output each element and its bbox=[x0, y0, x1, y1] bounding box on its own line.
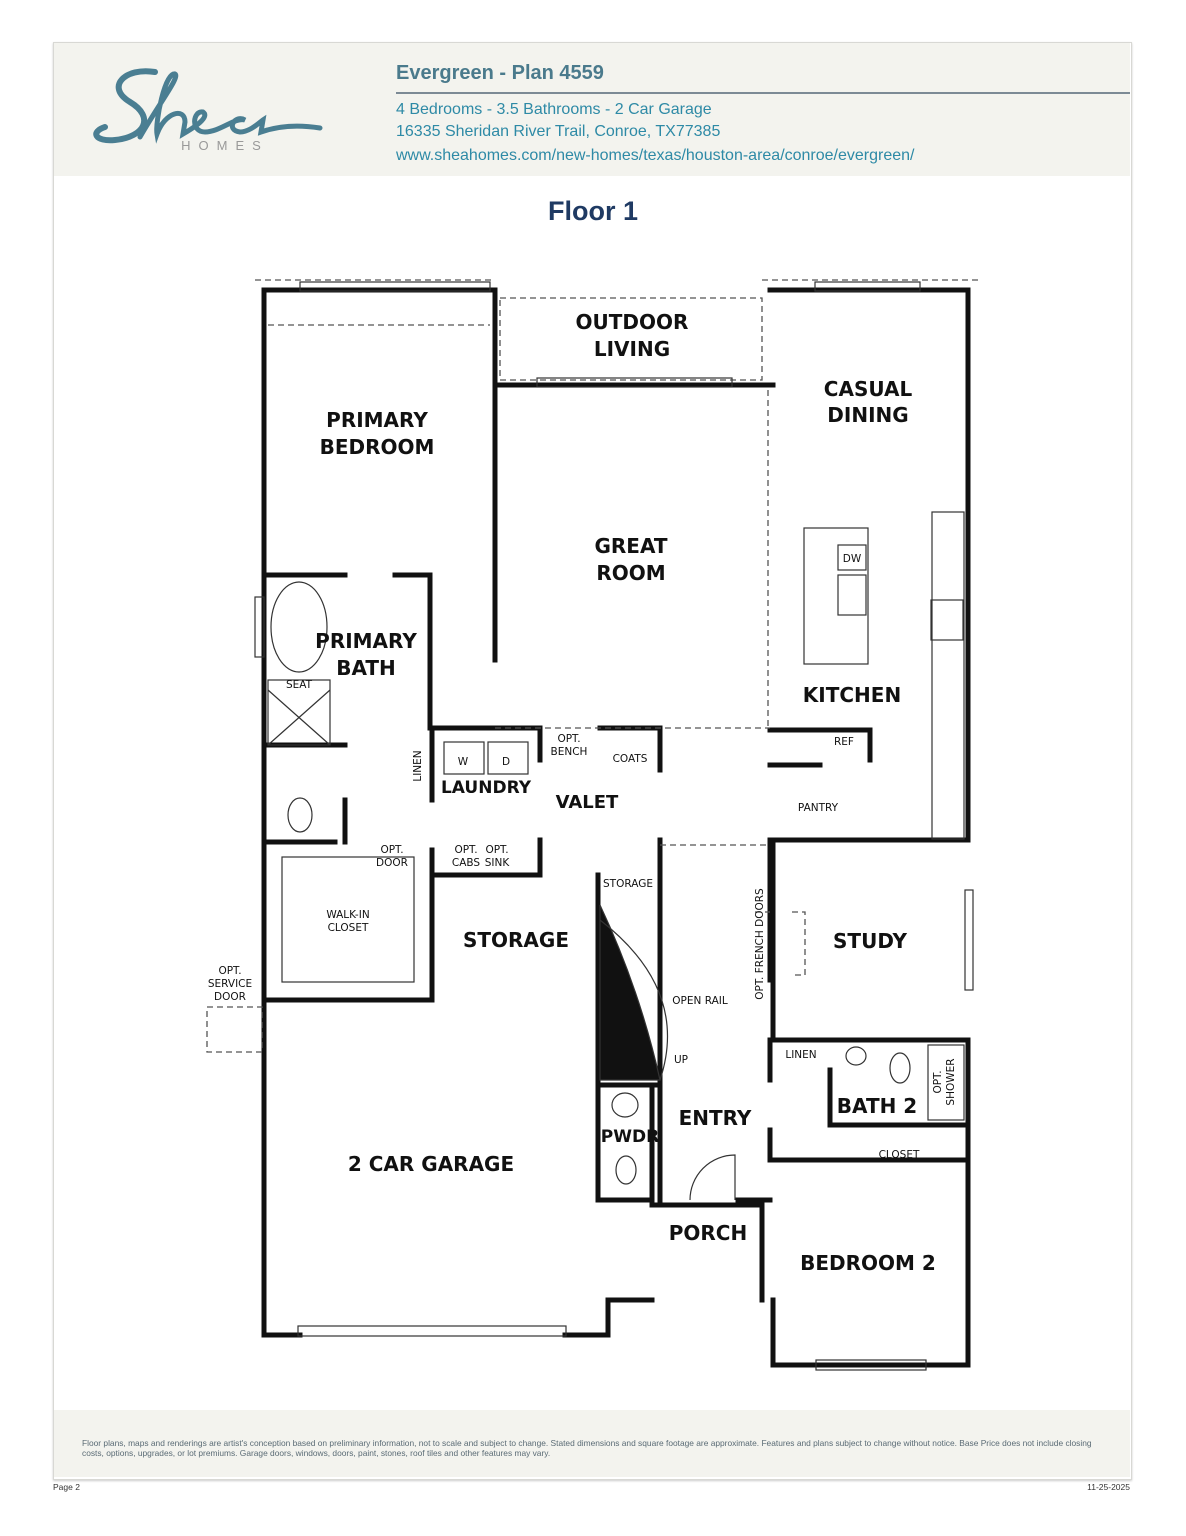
room-outdoor-living: OUTDOOR bbox=[576, 310, 689, 334]
room-primary-bedroom-line2: BEDROOM bbox=[320, 435, 435, 459]
label-opt-bench-line2: BENCH bbox=[551, 746, 588, 758]
room-great-room-line2: ROOM bbox=[596, 561, 665, 585]
room-bath-2: BATH 2 bbox=[837, 1094, 917, 1118]
label-opt-cabs-line2: CABS bbox=[452, 857, 481, 869]
room-pwdr: PWDR bbox=[601, 1127, 659, 1147]
disclaimer: Floor plans, maps and renderings are art… bbox=[82, 1438, 1092, 1458]
label-up: UP bbox=[674, 1054, 688, 1066]
room-porch: PORCH bbox=[669, 1221, 747, 1245]
logo-subtext: HOMES bbox=[181, 138, 269, 153]
room-entry: ENTRY bbox=[679, 1106, 752, 1130]
room-great-room: GREAT bbox=[594, 534, 667, 558]
room-study: STUDY bbox=[833, 929, 907, 953]
room-casual-dining: CASUAL bbox=[824, 377, 913, 401]
plan-address: 16335 Sheridan River Trail, Conroe, TX77… bbox=[396, 123, 721, 140]
plan-url[interactable]: www.sheahomes.com/new-homes/texas/housto… bbox=[396, 147, 915, 164]
page-frame bbox=[53, 42, 1132, 1480]
room-outdoor-living-line2: LIVING bbox=[594, 337, 670, 361]
label-ref: REF bbox=[834, 736, 854, 748]
dashed-lines bbox=[206, 279, 978, 1053]
label-opt-sink-line2: SINK bbox=[485, 857, 511, 869]
label-pantry: PANTRY bbox=[798, 802, 839, 814]
room-primary-bedroom: PRIMARY bbox=[326, 408, 428, 432]
room-valet: VALET bbox=[556, 792, 619, 813]
room-walk-in-closet: WALK-IN bbox=[326, 909, 369, 921]
room-laundry: LAUNDRY bbox=[441, 778, 532, 798]
plan-specs: 4 Bedrooms - 3.5 Bathrooms - 2 Car Garag… bbox=[396, 101, 712, 118]
plan-title: Evergreen - Plan 4559 bbox=[396, 62, 604, 84]
print-date: 11-25-2025 bbox=[1087, 1482, 1130, 1492]
room-bedroom-2: BEDROOM 2 bbox=[800, 1251, 936, 1275]
shea-homes-logo: HOMES bbox=[93, 68, 323, 153]
label-opt-door: OPT. bbox=[380, 844, 403, 856]
label-stair-storage: STORAGE bbox=[603, 878, 653, 890]
label-dw: DW bbox=[843, 553, 862, 565]
label-opt-service-door-line3: DOOR bbox=[214, 991, 246, 1003]
room-labels: OUTDOOR LIVING CASUAL DINING PRIMARY BED… bbox=[208, 310, 957, 1275]
footer-panel bbox=[54, 1410, 1130, 1477]
label-linen-2: LINEN bbox=[785, 1049, 816, 1061]
label-opt-cabs: OPT. bbox=[454, 844, 477, 856]
label-closet: CLOSET bbox=[879, 1149, 920, 1161]
label-dryer: D bbox=[502, 756, 510, 768]
floor-title: Floor 1 bbox=[547, 196, 638, 226]
header-divider bbox=[396, 92, 1130, 94]
label-open-rail: OPEN RAIL bbox=[672, 995, 728, 1007]
room-2-car-garage: 2 CAR GARAGE bbox=[348, 1152, 514, 1176]
label-opt-shower: OPT. bbox=[932, 1070, 944, 1093]
header-panel bbox=[54, 43, 1130, 176]
room-kitchen: KITCHEN bbox=[803, 683, 901, 707]
label-linen: LINEN bbox=[412, 750, 424, 781]
label-opt-shower-line2: SHOWER bbox=[945, 1058, 957, 1105]
label-opt-door-line2: DOOR bbox=[376, 857, 408, 869]
room-walk-in-closet-line2: CLOSET bbox=[328, 922, 369, 934]
label-opt-bench: OPT. bbox=[557, 733, 580, 745]
label-coats: COATS bbox=[613, 753, 648, 765]
page-number: Page 2 bbox=[53, 1482, 80, 1492]
room-primary-bath-line2: BATH bbox=[336, 656, 396, 680]
label-opt-sink: OPT. bbox=[485, 844, 508, 856]
fixtures bbox=[254, 281, 974, 1371]
label-opt-service-door: OPT. bbox=[218, 965, 241, 977]
label-opt-french-doors: OPT. FRENCH DOORS bbox=[754, 888, 766, 1000]
room-storage: STORAGE bbox=[463, 928, 569, 952]
room-primary-bath: PRIMARY bbox=[315, 629, 417, 653]
label-washer: W bbox=[458, 756, 469, 768]
label-opt-service-door-line2: SERVICE bbox=[208, 978, 252, 990]
label-seat: SEAT bbox=[286, 679, 313, 691]
room-casual-dining-line2: DINING bbox=[827, 403, 908, 427]
